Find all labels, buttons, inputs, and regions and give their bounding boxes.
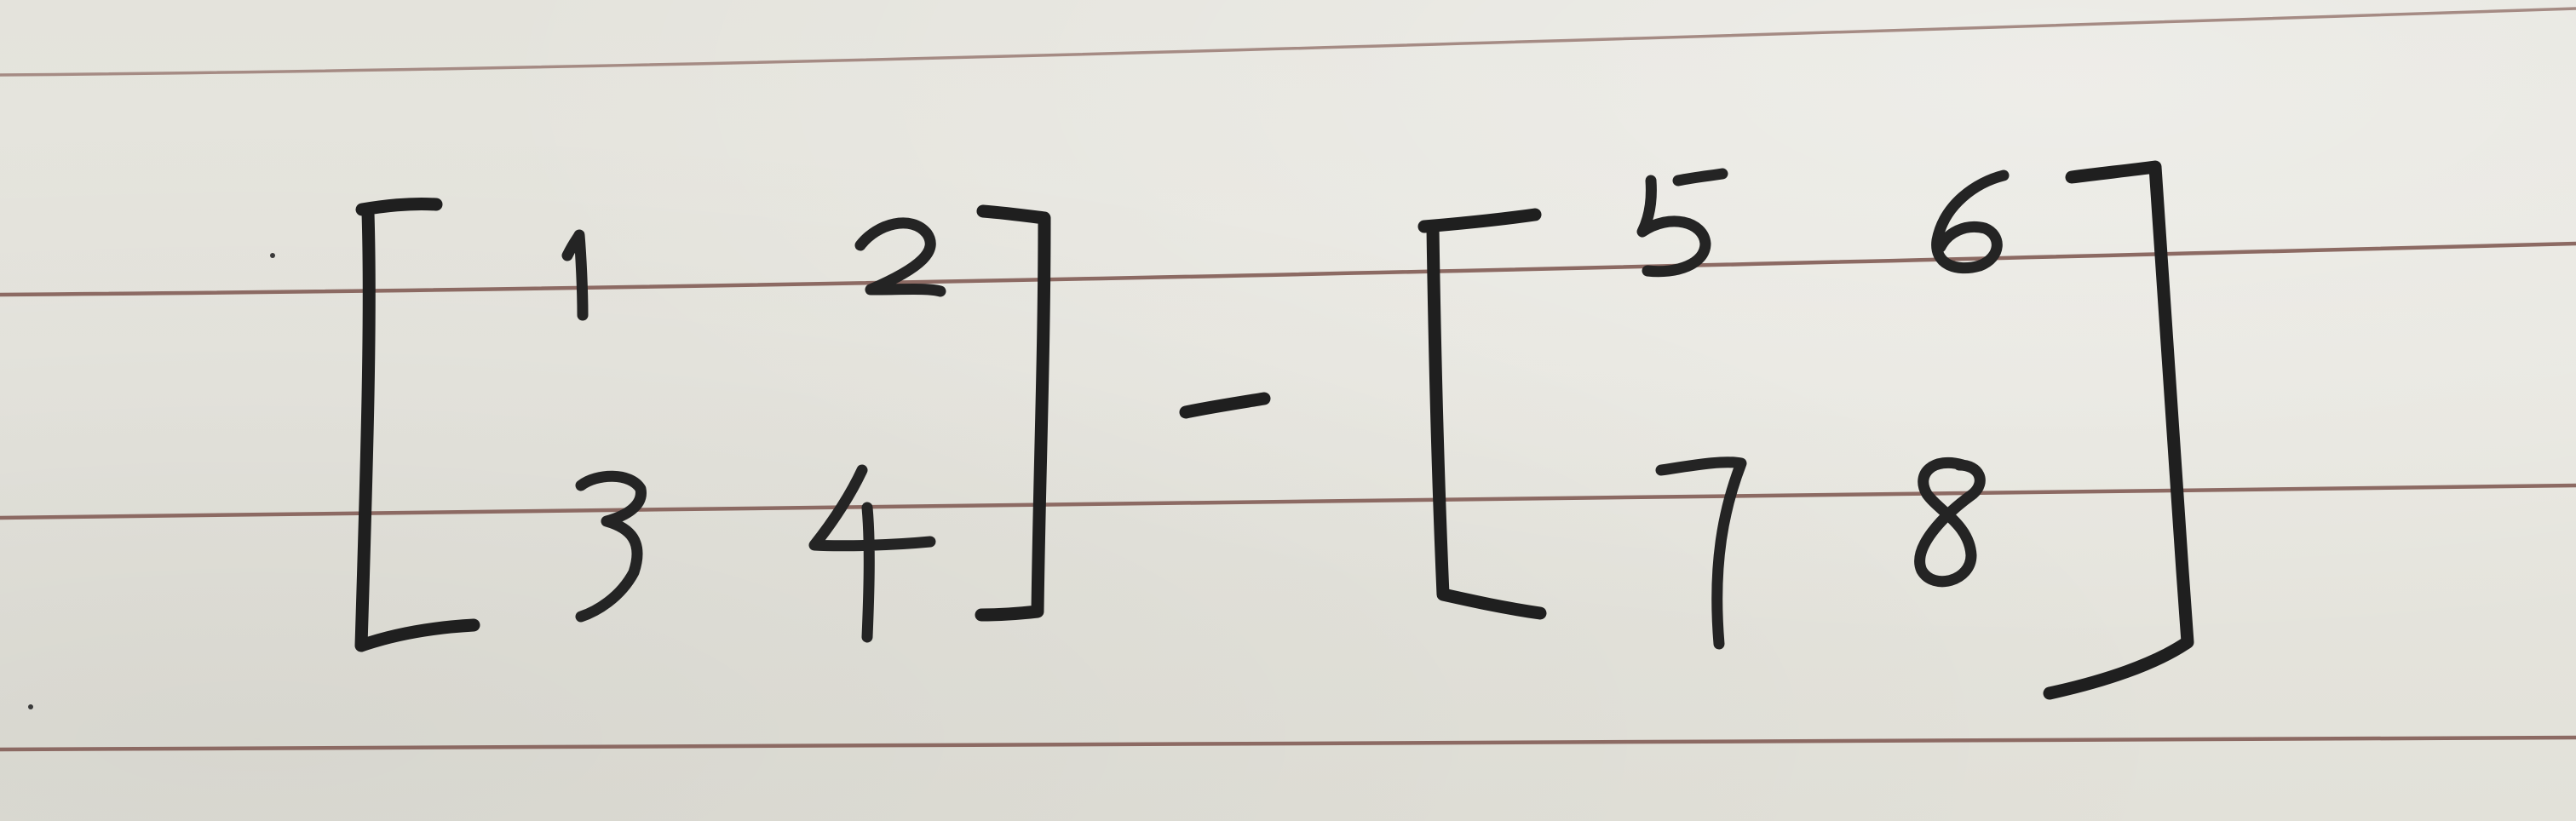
digit-1 <box>561 229 589 321</box>
digit-5 <box>1636 168 1728 278</box>
ruled-line <box>0 735 2576 752</box>
left-bracket-open <box>354 197 480 652</box>
left-matrix <box>354 197 1051 652</box>
paper-speck <box>28 704 33 709</box>
digit-3 <box>575 470 647 623</box>
ruled-line <box>0 7 2576 77</box>
right-matrix <box>1417 160 2194 700</box>
ruled-line <box>0 241 2576 297</box>
minus-sign <box>1179 392 1271 419</box>
digit-4 <box>808 464 936 643</box>
right-bracket-open <box>1417 208 1547 620</box>
digit-7 <box>1655 456 1747 650</box>
digit-2 <box>854 217 946 297</box>
right-bracket-close <box>2043 160 2194 700</box>
paper-speck <box>270 253 275 258</box>
left-bracket-close <box>975 204 1051 622</box>
ruled-line <box>0 483 2576 520</box>
digit-8 <box>1914 456 1986 588</box>
digit-6 <box>1931 169 2010 274</box>
